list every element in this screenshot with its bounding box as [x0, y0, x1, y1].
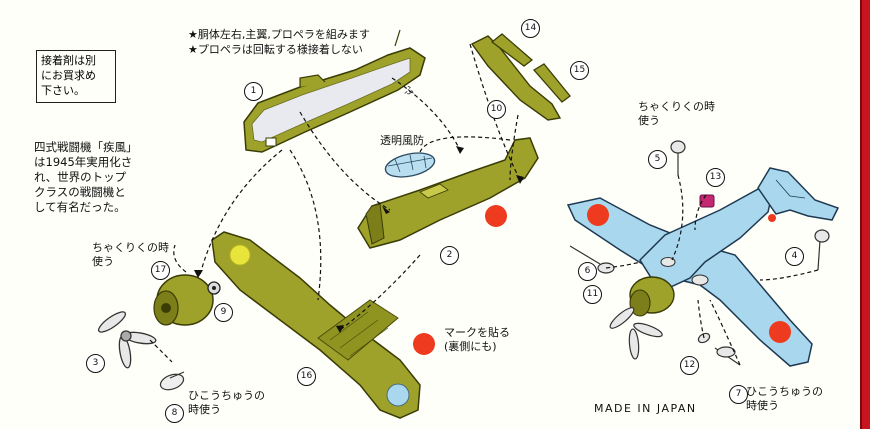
flight-use-note-right: ひこうちゅうの 時使う [746, 385, 823, 413]
part-number-15: 15 [570, 61, 589, 80]
part-number-3: 3 [86, 354, 105, 373]
landing-use-note-right: ちゃくりくの時 使う [638, 100, 715, 128]
part-15-strip [532, 63, 571, 103]
history-note: 四式戦闘機「疾風」 は1945年実用化さ れ、世界のトップ クラスの戦闘機と し… [34, 140, 138, 214]
assembly-note-2: ★プロペラは回転する様接着しない [188, 43, 363, 56]
right-border-shadow [860, 0, 862, 429]
glue-note: 接着剤は別 にお買求め 下さい。 [36, 50, 116, 103]
part-14-strip [490, 33, 534, 67]
part-number-11: 11 [583, 285, 602, 304]
part-number-9: 9 [214, 303, 233, 322]
spinner-icon [207, 281, 221, 295]
part-number-10: 10 [487, 100, 506, 119]
part-number-13: 13 [706, 168, 725, 187]
engine-cowling [153, 274, 214, 326]
part-number-1: 1 [244, 82, 263, 101]
completed-aircraft [566, 167, 840, 367]
assembly-note-1: ★胴体左右,主翼,プロペラを組みます [188, 28, 370, 41]
landing-use-note-left: ちゃくりくの時 使う [92, 241, 169, 269]
part-number-16: 16 [297, 367, 316, 386]
propeller-icon [97, 311, 157, 369]
part-number-5: 5 [648, 150, 667, 169]
part-number-8: 8 [165, 404, 184, 423]
marking-note: マークを貼る (裏側にも) [444, 326, 510, 354]
part-number-17: 17 [151, 261, 170, 280]
fuselage-assembled [357, 137, 539, 249]
right-border-stripe [862, 0, 870, 429]
part-number-4: 4 [785, 247, 804, 266]
landing-gear-icon-8 [159, 371, 185, 391]
canopy-part [384, 152, 436, 178]
flight-use-note-left: ひこうちゅうの 時使う [188, 389, 265, 417]
guide-arrowheads [194, 146, 524, 333]
marking-decal [413, 333, 435, 355]
made-in-japan: MADE IN JAPAN [594, 402, 697, 415]
part-number-2: 2 [440, 246, 459, 265]
part-number-6: 6 [578, 262, 597, 281]
canopy-label: 透明風防 [380, 134, 424, 147]
part-number-12: 12 [680, 356, 699, 375]
main-wing [211, 231, 421, 419]
assembly-guide-lines [149, 43, 819, 366]
part-number-7: 7 [729, 385, 748, 404]
part-number-14: 14 [521, 19, 540, 38]
